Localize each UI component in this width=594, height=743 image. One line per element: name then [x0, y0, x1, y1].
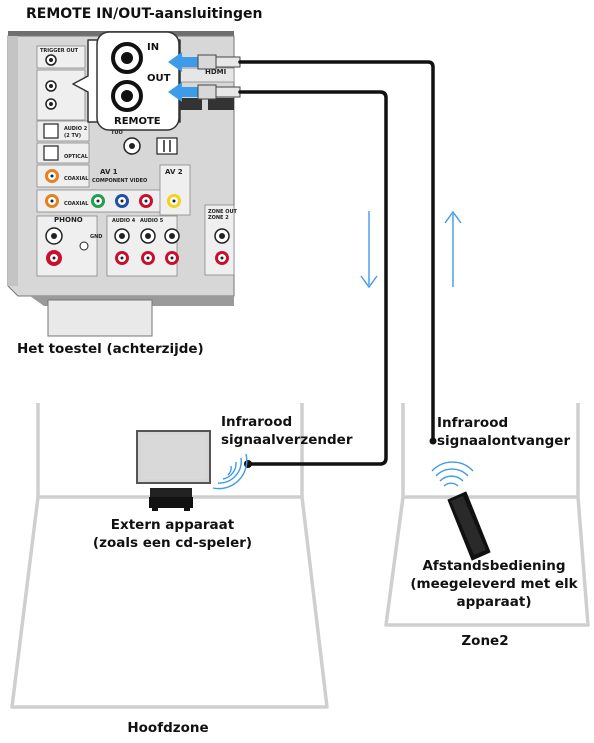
svg-text:AV 1: AV 1	[100, 168, 118, 176]
ir-waves-receiver	[431, 461, 474, 487]
svg-text:HDMI: HDMI	[205, 68, 226, 76]
cable-to-receiver	[238, 60, 435, 442]
zone2-room	[384, 403, 590, 627]
remote-control-icon	[447, 491, 491, 561]
ir-receiver-label: Infrarood signaalontvanger	[437, 415, 571, 449]
svg-text:ZONE 2: ZONE 2	[208, 215, 229, 221]
svg-text:AUDIO 2: AUDIO 2	[64, 126, 88, 132]
svg-text:PHONO: PHONO	[54, 216, 83, 224]
external-device-label: Extern apparaat (zoals een cd-speler)	[92, 517, 253, 551]
cables	[238, 60, 437, 468]
svg-text:COAXIAL: COAXIAL	[64, 176, 89, 182]
signal-direction-arrows	[360, 210, 462, 289]
ir-transmitter	[136, 430, 211, 484]
ir-transmitter-label: Infrarood signaalverzender	[221, 414, 353, 448]
unit-caption: Het toestel (achterzijde)	[17, 341, 204, 357]
ir-waves-transmitter	[212, 453, 248, 490]
section-title: REMOTE IN/OUT-aansluitingen	[26, 6, 263, 22]
external-device-icon	[149, 488, 193, 511]
svg-text:ZONE OUT: ZONE OUT	[208, 209, 238, 215]
svg-text:AUDIO 5: AUDIO 5	[140, 218, 164, 224]
svg-text:TUO: TUO	[111, 130, 123, 136]
remote-control-label: Afstandsbediening (meegeleverd met elk a…	[410, 558, 578, 610]
svg-text:(2 TV): (2 TV)	[64, 133, 81, 139]
remote-jacks-callout: IN OUT REMOTE	[72, 31, 181, 131]
jack-out-label: OUT	[147, 73, 171, 84]
zone2-label: Zone2	[461, 633, 509, 649]
jack-remote-label: REMOTE	[114, 116, 161, 127]
svg-text:COMPONENT VIDEO: COMPONENT VIDEO	[92, 178, 147, 184]
svg-text:OPTICAL: OPTICAL	[64, 154, 89, 160]
svg-text:AV 2: AV 2	[165, 168, 183, 176]
main-zone-label: Hoofdzone	[127, 720, 209, 736]
cable-to-transmitter	[238, 90, 388, 466]
svg-text:GND: GND	[90, 234, 102, 240]
plug-arrows	[168, 52, 241, 102]
svg-text:TRIGGER OUT: TRIGGER OUT	[40, 48, 79, 54]
jack-in-label: IN	[147, 42, 159, 53]
svg-text:AUDIO 4: AUDIO 4	[112, 218, 136, 224]
svg-text:COAXIAL: COAXIAL	[64, 201, 89, 207]
